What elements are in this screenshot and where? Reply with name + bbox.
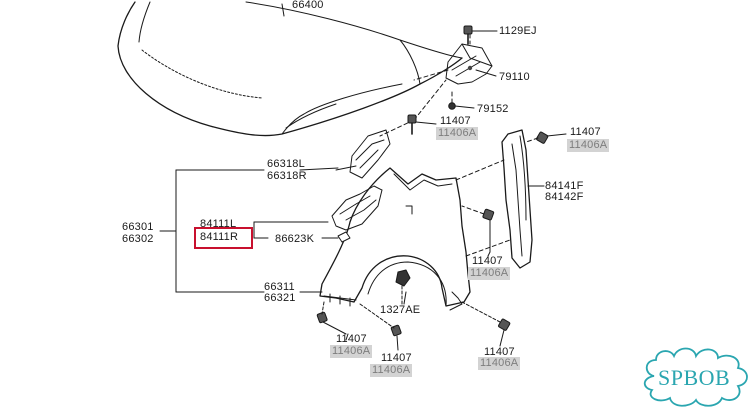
- label-br-11406a: 11406A: [478, 357, 521, 370]
- label-mid-11407: 11407: [472, 255, 503, 267]
- label-mid-11406a: 11406A: [468, 267, 511, 280]
- label-66318l: 66318L: [267, 158, 305, 170]
- bolt-bl-11407-part: [316, 301, 347, 335]
- bolt-top-11407-part: [407, 114, 437, 135]
- insulator-84111-part: [331, 185, 383, 231]
- label-79152: 79152: [477, 103, 509, 115]
- label-66321: 66321: [264, 292, 296, 304]
- label-84111l: 84111L: [200, 218, 237, 230]
- fender-part: [319, 167, 471, 311]
- dashed-guides-fender: [455, 159, 511, 257]
- label-bc-11407: 11407: [381, 352, 412, 364]
- bolt-mid-11407-part: [461, 205, 495, 253]
- highlight-84111r: [194, 227, 253, 249]
- label-bl-11407: 11407: [336, 333, 367, 345]
- label-right-11407: 11407: [570, 126, 601, 138]
- label-top-11407: 11407: [440, 115, 471, 127]
- bracket-79110-part: [445, 43, 493, 85]
- label-bc-11406a: 11406A: [370, 364, 413, 377]
- label-top-11406a: 11406A: [436, 127, 479, 140]
- label-66302: 66302: [122, 233, 154, 245]
- dashed-guides-top: [379, 33, 471, 137]
- bolt-1129ej-part: [463, 25, 498, 45]
- label-bl-11406a: 11406A: [330, 345, 373, 358]
- logo-text: SPBOB: [658, 365, 731, 390]
- label-79110: 79110: [499, 71, 530, 83]
- hood-leader: [281, 3, 285, 17]
- hood-part: [117, 1, 463, 137]
- callout-brackets: [159, 167, 491, 341]
- label-1129ej: 1129EJ: [499, 25, 537, 37]
- label-66400: 66400: [292, 0, 324, 11]
- label-84111r: 84111R: [200, 231, 239, 243]
- wheel-guard-part: [501, 129, 545, 269]
- bolt-79152-part: [448, 102, 475, 110]
- label-66301: 66301: [122, 221, 154, 233]
- clip-86623k-part: [321, 231, 351, 243]
- label-66311: 66311: [264, 281, 295, 293]
- label-66318r: 66318R: [267, 170, 307, 182]
- label-1327ae: 1327AE: [380, 304, 421, 316]
- bolt-br-11407-part: [461, 301, 511, 347]
- seal-66318-part: [335, 129, 391, 179]
- bolt-bc-11407-part: [359, 303, 402, 351]
- label-right-11406a: 11406A: [567, 139, 610, 152]
- leader-79110: [475, 69, 497, 77]
- label-86623k: 86623K: [275, 233, 315, 245]
- label-84142f: 84142F: [545, 191, 584, 203]
- label-84141f: 84141F: [545, 180, 584, 192]
- nut-1327ae-part: [395, 269, 411, 305]
- bolt-right-11407-part: [525, 131, 567, 144]
- label-br-11407: 11407: [484, 346, 515, 358]
- spbob-logo: [643, 347, 748, 407]
